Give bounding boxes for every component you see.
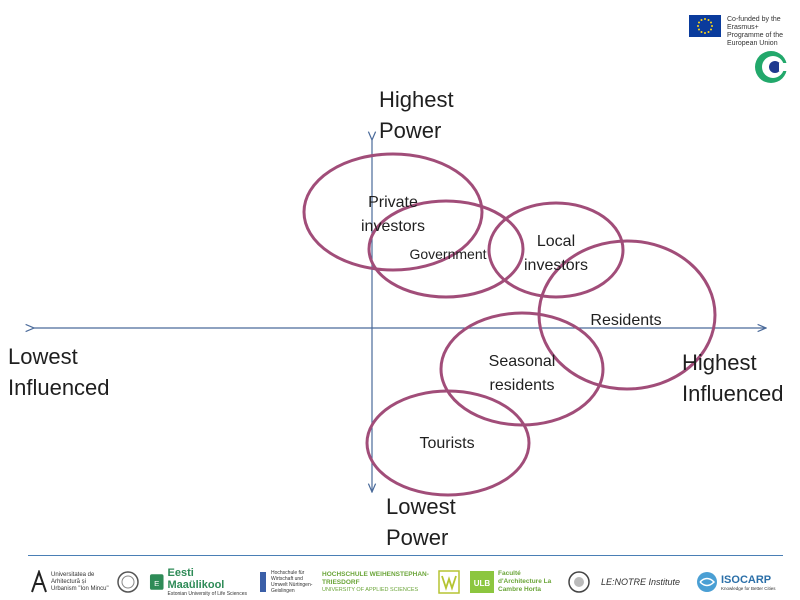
roundel-logo-icon (568, 571, 590, 593)
emu-logo-sub: Estonian University of Life Sciences (167, 591, 247, 597)
axis-label-right-line2: Influenced (682, 381, 784, 406)
svg-text:E: E (154, 579, 159, 588)
label-residents-line1: Residents (590, 312, 662, 329)
label-government: Government (398, 242, 498, 266)
svg-text:ULB: ULB (474, 579, 491, 588)
emu-logo-icon: E (149, 574, 164, 590)
label-residents: Residents (576, 309, 676, 333)
axis-label-right-line1: Highest (682, 350, 757, 375)
axis-label-left: Lowest Influenced (8, 341, 110, 403)
hfwu-logo-icon (260, 572, 266, 592)
isocarp-logo-sub: Knowledge for Better Cities (721, 585, 776, 591)
hswt-logo-name: HOCHSCHULE WEIHENSTEPHAN-TRIESDORF (322, 570, 429, 586)
label-seasonal-residents-line1: Seasonal (488, 353, 556, 370)
label-local-investors: Local investors (506, 230, 606, 278)
eu-flag-icon (689, 15, 721, 37)
ulb-logo-icon: ULB (470, 571, 494, 593)
eu-logo-text: Co-funded by the Erasmus+ Programme of t… (727, 16, 784, 47)
uauim-logo-text: Universitatea de Arhitectură și Urbanism… (51, 571, 109, 592)
uauim-logo: Universitatea de Arhitectură și Urbanism… (30, 568, 110, 596)
project-c-logo-icon (752, 48, 790, 91)
isocarp-logo: ISOCARP Knowledge for Better Cities (696, 568, 786, 596)
axis-label-top: Highest Power (379, 84, 454, 146)
ellipse-tourists (365, 389, 531, 497)
ellipse-government (367, 199, 525, 299)
label-private-investors: Private investors (343, 191, 443, 239)
roundel-logo (567, 568, 591, 596)
axis-label-bottom-line2: Power (386, 525, 449, 550)
label-private-investors-line2: investors (360, 218, 426, 235)
axis-label-top-line1: Highest (379, 87, 454, 112)
label-local-investors-line1: Local (536, 233, 576, 250)
label-private-investors-line1: Private (368, 194, 418, 211)
axis-label-left-line2: Influenced (8, 375, 110, 400)
ellipse-local-investors (487, 201, 625, 299)
lenotre-logo: LE:NOTRE Institute (601, 568, 691, 596)
axis-label-bottom-line1: Lowest (386, 494, 456, 519)
seal-logo-icon (117, 571, 139, 593)
emu-logo-name: Eesti Maaülikool (167, 567, 225, 591)
w-logo-icon (438, 570, 460, 594)
isocarp-logo-icon (697, 572, 717, 592)
axis-label-left-line1: Lowest (8, 344, 78, 369)
ulb-logo-text: Faculté d'Architecture La Cambre Horta (498, 570, 552, 593)
label-seasonal-residents: Seasonal residents (472, 350, 572, 398)
footer-divider (28, 555, 783, 556)
emu-logo: E Eesti Maaülikool Estonian University o… (149, 567, 251, 597)
uauim-logo-icon (31, 570, 47, 593)
seal-logo (116, 568, 140, 596)
w-logo (438, 568, 460, 596)
isocarp-logo-name: ISOCARP (721, 573, 772, 586)
label-seasonal-residents-line2: residents (489, 377, 555, 394)
axis-label-top-line2: Power (379, 118, 442, 143)
axis-label-bottom: Lowest Power (386, 491, 456, 553)
label-local-investors-line2: investors (523, 257, 589, 274)
lenotre-logo-text: LE:NOTRE Institute (601, 577, 681, 587)
label-tourists: Tourists (397, 432, 497, 456)
ellipse-seasonal-residents (439, 311, 605, 427)
hfwu-logo-text: Hochschule für Wirtschaft und Umwelt Nür… (271, 570, 313, 594)
ulb-logo: ULB Faculté d'Architecture La Cambre Hor… (470, 568, 560, 596)
ellipse-private-investors (302, 152, 484, 272)
label-tourists-line1: Tourists (419, 435, 475, 452)
hswt-logo-sub: UNIVERSITY OF APPLIED SCIENCES (322, 586, 419, 593)
hswt-logo: HOCHSCHULE WEIHENSTEPHAN-TRIESDORF UNIVE… (322, 568, 434, 596)
hfwu-logo: Hochschule für Wirtschaft und Umwelt Nür… (258, 568, 318, 596)
label-government-line1: Government (409, 246, 487, 262)
eu-logo: Co-funded by the Erasmus+ Programme of t… (689, 15, 783, 47)
axis-label-right: Highest Influenced (682, 347, 784, 409)
